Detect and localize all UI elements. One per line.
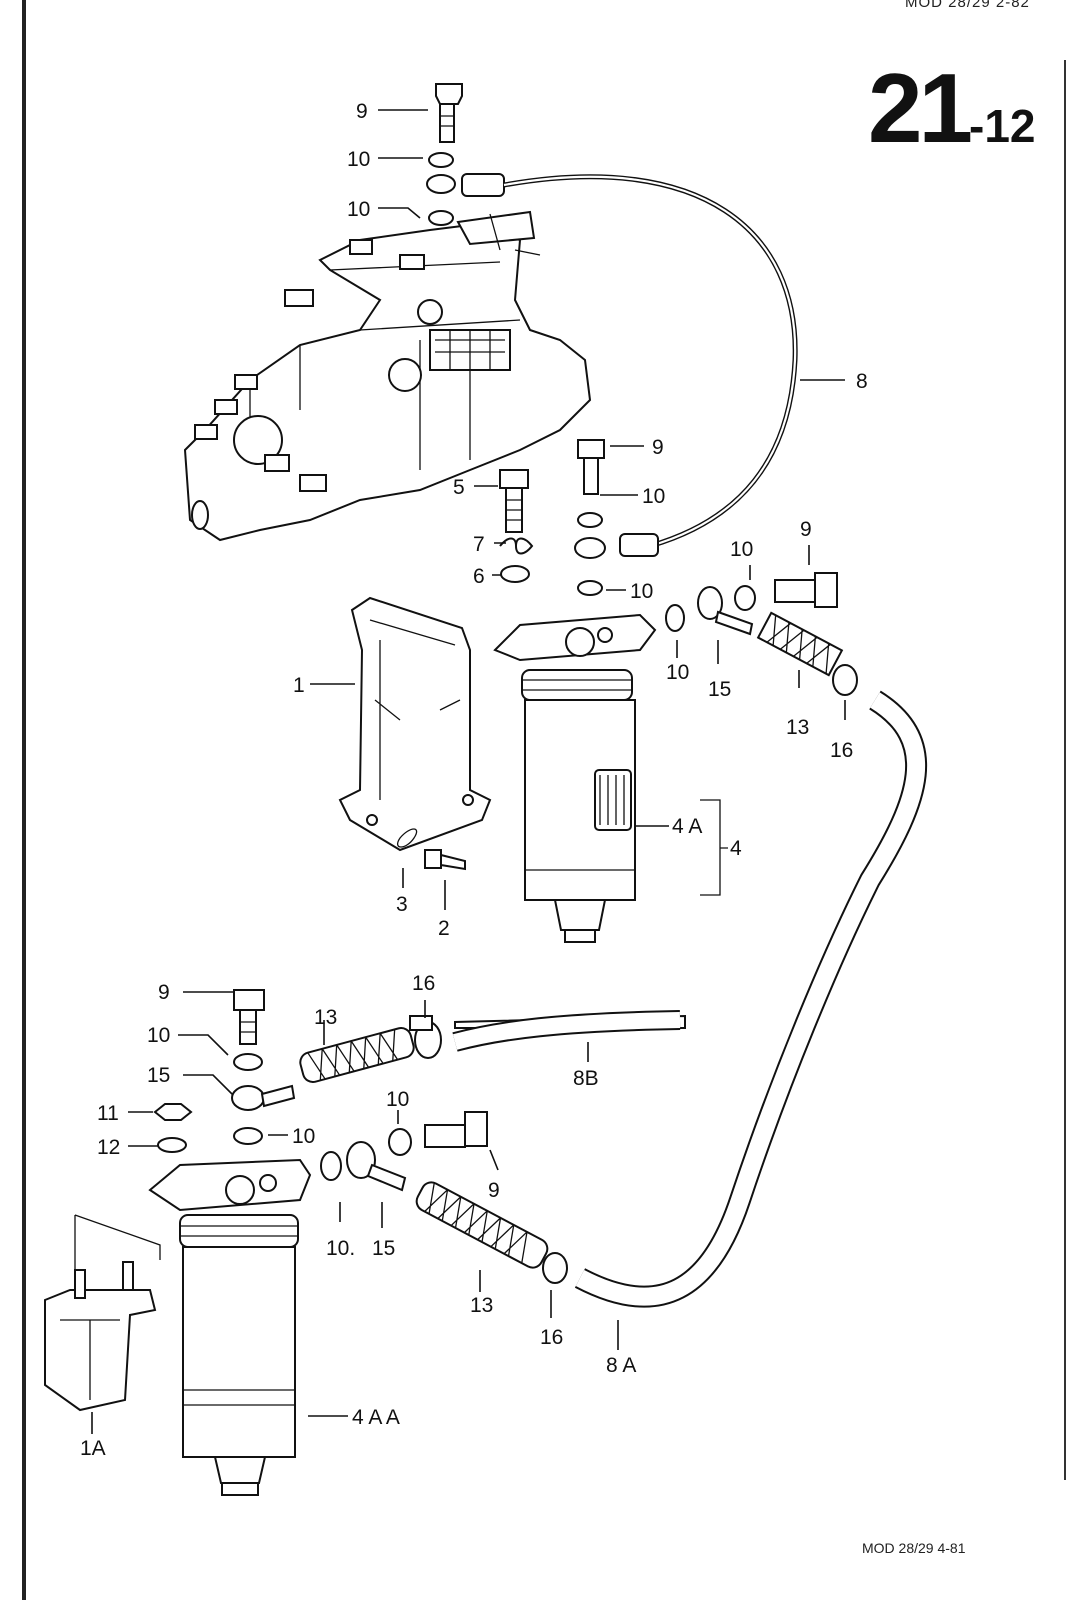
page-number-major: 21: [868, 53, 973, 163]
injection-pump-drawing: [183, 210, 592, 542]
label-13-upper: 13: [786, 716, 809, 739]
label-9-top: 9: [356, 100, 368, 123]
label-9-mid: 9: [652, 436, 664, 459]
label-10-top-b: 10: [347, 198, 370, 221]
label-10-mid-a: 10: [642, 485, 665, 508]
label-7: 7: [473, 533, 485, 556]
label-13-lower-a: 13: [314, 1006, 337, 1029]
label-16-upper: 16: [830, 739, 853, 762]
bracket-1: [338, 596, 492, 871]
label-11: 11: [97, 1102, 119, 1125]
label-15-upper: 15: [708, 678, 731, 701]
label-15-lower-a: 15: [147, 1064, 170, 1087]
label-10-lower-a: 10: [147, 1024, 170, 1047]
label-10-right-a: 10: [730, 538, 753, 561]
page-edge-left: [22, 0, 26, 1600]
label-5: 5: [453, 476, 465, 499]
fuel-filter-4: [493, 613, 728, 943]
bracket-1A: [44, 1214, 161, 1412]
label-3: 3: [396, 893, 408, 916]
upper-hose-fittings: [665, 572, 858, 696]
label-2: 2: [438, 917, 450, 940]
label-13-lower-b: 13: [470, 1294, 493, 1317]
label-10-mid-b: 10: [630, 580, 653, 603]
label-10-lower-b: 10: [386, 1088, 409, 1111]
label-10-lower-d: 10.: [326, 1237, 355, 1260]
label-10-lower-c: 10: [292, 1125, 315, 1148]
fuel-line-8B: [452, 1010, 686, 1052]
label-9-lower: 9: [158, 981, 170, 1004]
fuel-filter-4AA: [148, 1158, 312, 1496]
label-16-lower-b: 16: [540, 1326, 563, 1349]
label-9-lower-b: 9: [488, 1179, 500, 1202]
label-10-top-a: 10: [347, 148, 370, 171]
label-12: 12: [97, 1136, 120, 1159]
upper-filter-fasteners: [499, 439, 606, 596]
label-9-right: 9: [800, 518, 812, 541]
label-10-right-b: 10: [666, 661, 689, 684]
fuel-line-8A: [574, 690, 928, 1308]
label-8B: 8B: [573, 1067, 599, 1090]
label-16-lower-a: 16: [412, 972, 435, 995]
leader-lines: [91, 109, 846, 1434]
footer-code: MOD 28/29 4-81: [862, 1540, 966, 1556]
page-number-minor: -12: [969, 100, 1036, 152]
label-6: 6: [473, 565, 485, 588]
page-number: 21-12: [868, 52, 1036, 165]
page-edge-right: [1064, 60, 1066, 1480]
label-8: 8: [856, 370, 868, 393]
fuel-line-8: [503, 174, 798, 557]
label-15-lower-b: 15: [372, 1237, 395, 1260]
label-1: 1: [293, 674, 305, 697]
label-4AA: 4 A A: [352, 1406, 400, 1429]
header-code: MOD 28/29 2-82: [905, 0, 1030, 11]
label-1A: 1A: [80, 1437, 106, 1460]
lower-fittings: [153, 989, 568, 1284]
label-4A: 4 A: [672, 815, 702, 838]
callout-labels: 9 10 10 8 9 5 10 7 6 10 10 9 10 15 13 16…: [80, 100, 868, 1460]
upper-banjo-bolt-assembly: [426, 83, 505, 226]
label-4: 4: [730, 837, 742, 860]
label-8A: 8 A: [606, 1354, 636, 1377]
